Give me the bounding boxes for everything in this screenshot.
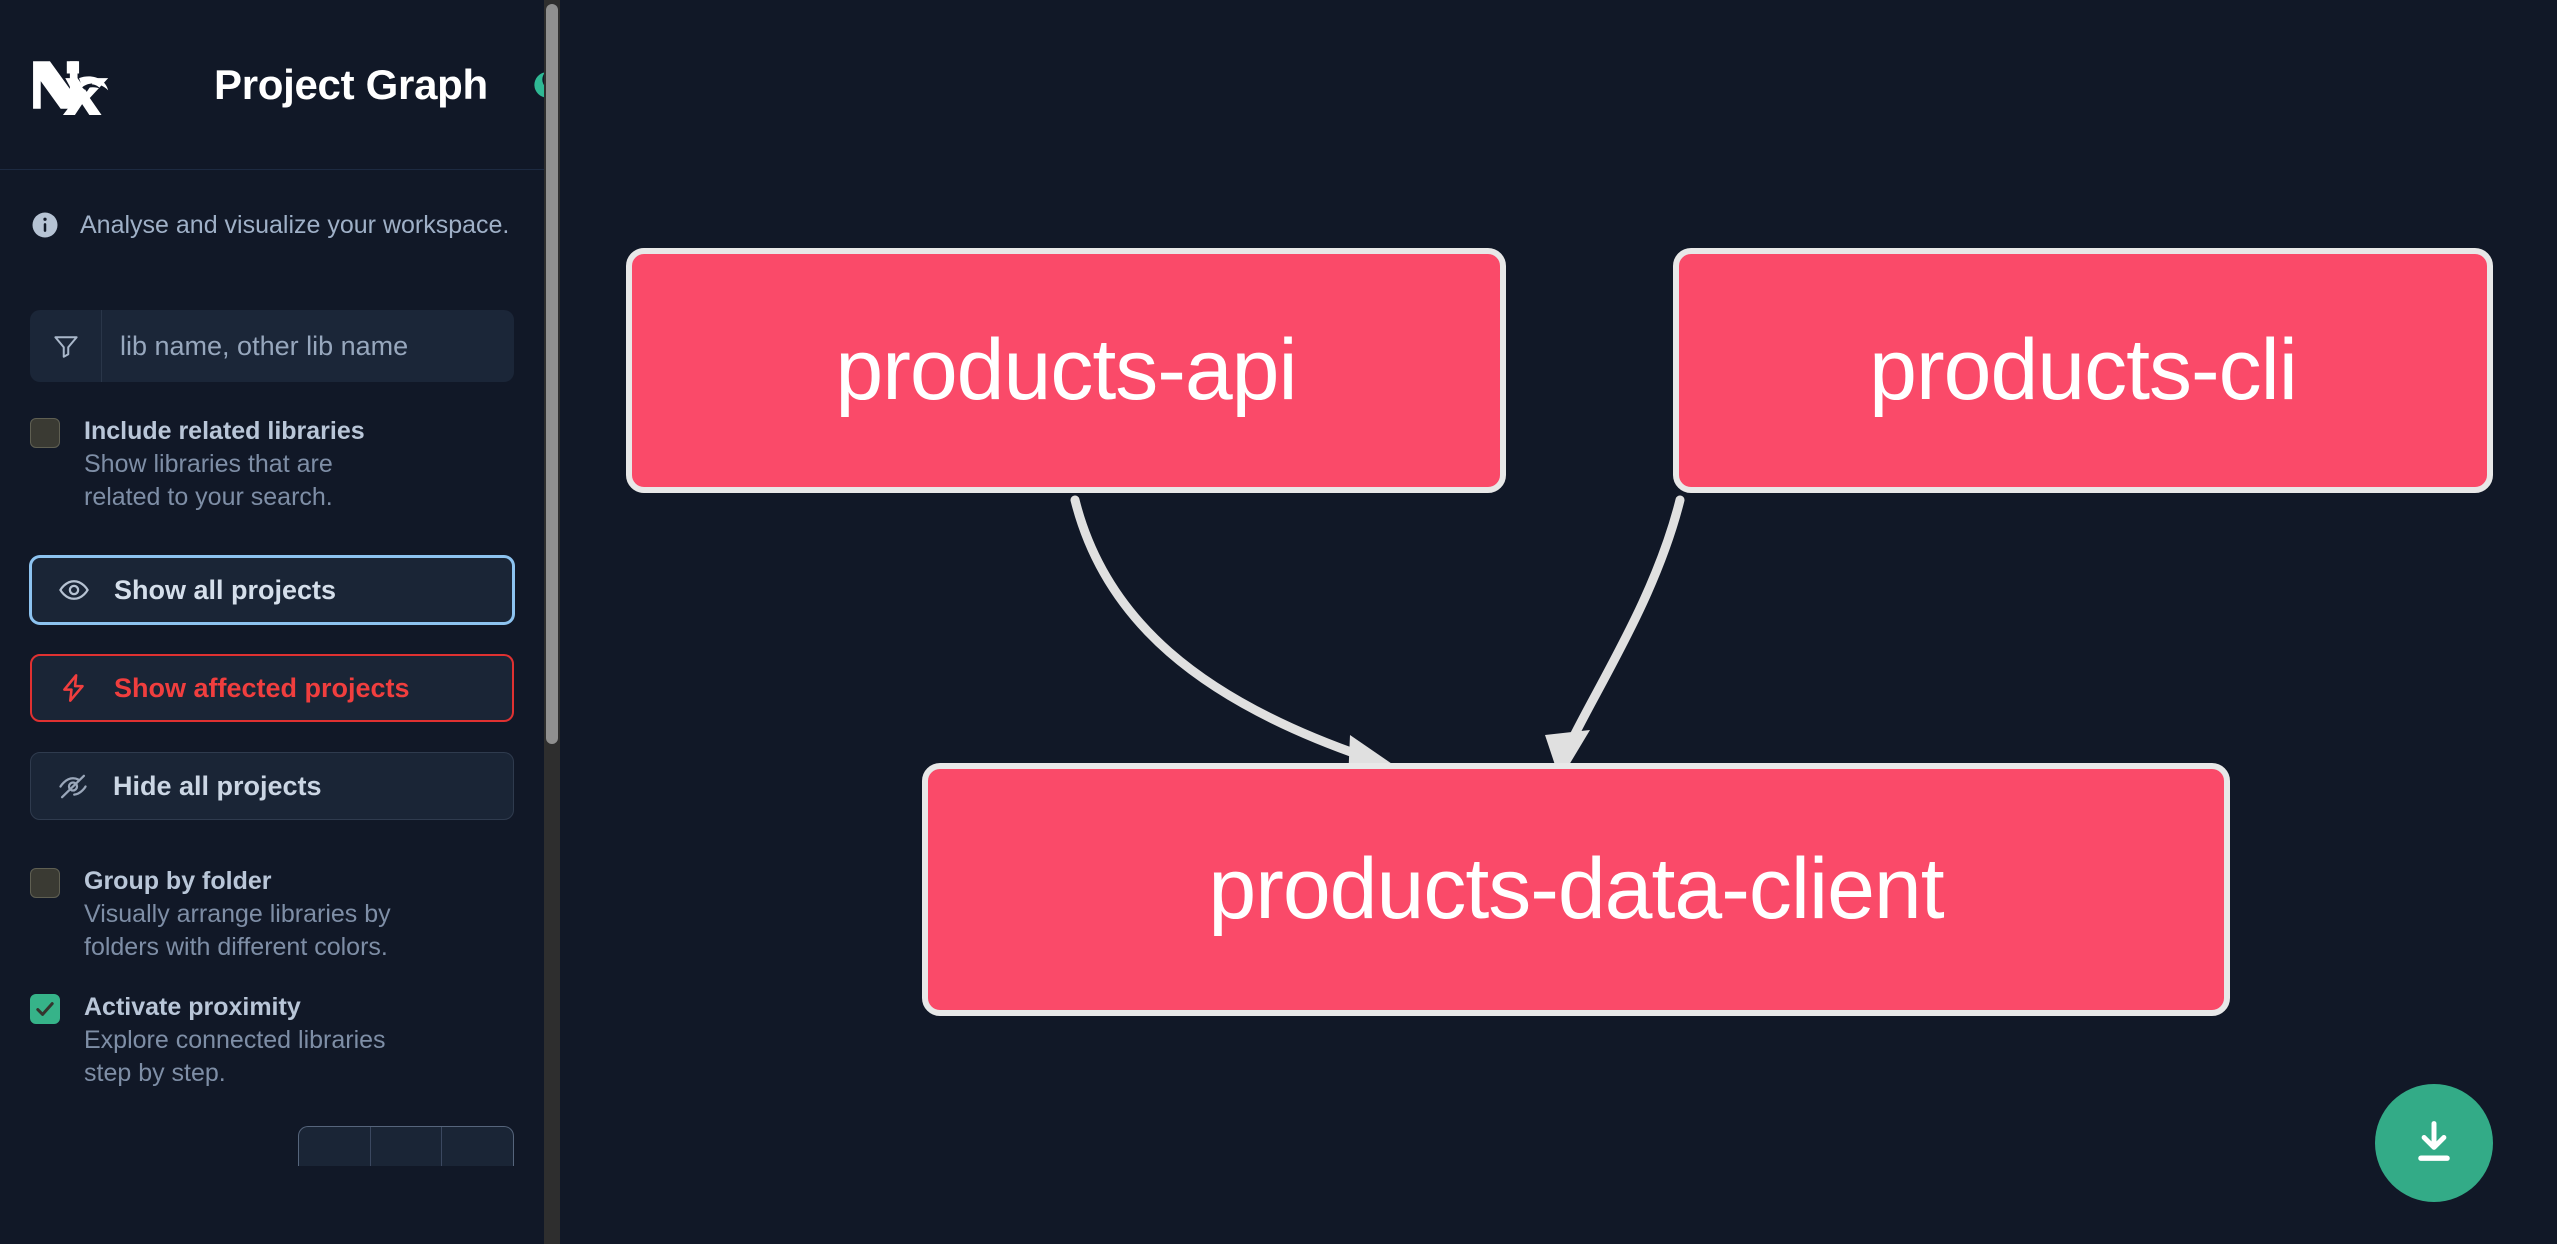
page-title: Project Graph bbox=[214, 60, 488, 108]
sidebar-scrollbar[interactable] bbox=[544, 0, 560, 1244]
show-all-projects-button[interactable]: Show all projects bbox=[30, 556, 514, 624]
eye-off-icon bbox=[57, 770, 89, 802]
download-image-button[interactable] bbox=[2375, 1084, 2493, 1202]
search-box bbox=[30, 310, 514, 382]
graph-canvas[interactable]: products-api products-cli products-data-… bbox=[560, 0, 2557, 1244]
edge-products-api-to-products-data-client bbox=[1070, 495, 1370, 762]
bottom-group-segment[interactable] bbox=[371, 1127, 443, 1166]
button-label: Show affected projects bbox=[114, 672, 410, 703]
checkbox-include-related-libraries[interactable] bbox=[30, 418, 60, 448]
graph-node-products-api[interactable]: products-api bbox=[626, 248, 1506, 493]
option-activate-proximity[interactable]: Activate proximity Explore connected lib… bbox=[0, 990, 544, 1090]
graph-node-products-data-client[interactable]: products-data-client bbox=[922, 763, 2230, 1016]
option-title: Group by folder bbox=[84, 867, 272, 895]
hide-all-projects-button[interactable]: Hide all projects bbox=[30, 752, 514, 820]
button-label: Hide all projects bbox=[113, 770, 322, 801]
eye-icon bbox=[58, 574, 90, 606]
info-icon bbox=[30, 210, 60, 240]
sidebar: Project Graph Analyse and visualize yo bbox=[0, 0, 560, 1244]
bottom-group-segment[interactable] bbox=[442, 1127, 513, 1166]
sidebar-header: Project Graph bbox=[0, 0, 544, 170]
node-label: products-cli bbox=[1869, 322, 2298, 418]
sidebar-bottom-button-group[interactable] bbox=[298, 1126, 514, 1166]
sidebar-scroll-content: Project Graph Analyse and visualize yo bbox=[0, 0, 544, 1244]
graph-edges bbox=[1070, 495, 1685, 782]
download-icon bbox=[2407, 1115, 2461, 1172]
option-include-related-libraries[interactable]: Include related libraries Show libraries… bbox=[0, 414, 544, 514]
button-label: Show all projects bbox=[114, 574, 337, 605]
checkbox-group-by-folder[interactable] bbox=[30, 868, 60, 898]
lightning-icon bbox=[58, 672, 90, 704]
checkbox-activate-proximity[interactable] bbox=[30, 994, 60, 1024]
option-description: Visually arrange libraries by folders wi… bbox=[84, 900, 391, 961]
nx-logo-icon bbox=[30, 55, 122, 118]
search-input[interactable] bbox=[102, 310, 514, 382]
filter-icon[interactable] bbox=[30, 310, 102, 382]
workspace-info: Analyse and visualize your workspace. bbox=[0, 170, 544, 240]
show-affected-projects-button[interactable]: Show affected projects bbox=[30, 654, 514, 722]
option-title: Include related libraries bbox=[84, 417, 365, 445]
sidebar-scrollbar-thumb[interactable] bbox=[546, 4, 558, 744]
graph-node-products-cli[interactable]: products-cli bbox=[1673, 248, 2493, 493]
node-label: products-data-client bbox=[1208, 841, 1944, 937]
moon-icon[interactable] bbox=[530, 63, 544, 107]
option-group-by-folder[interactable]: Group by folder Visually arrange librari… bbox=[0, 864, 544, 964]
option-title: Activate proximity bbox=[84, 993, 301, 1021]
bottom-group-segment[interactable] bbox=[299, 1127, 371, 1166]
node-label: products-api bbox=[835, 322, 1297, 418]
option-description: Explore connected libraries step by step… bbox=[84, 1026, 386, 1087]
edge-products-cli-to-products-data-client bbox=[1561, 495, 1685, 757]
workspace-info-text: Analyse and visualize your workspace. bbox=[80, 210, 510, 239]
option-description: Show libraries that are related to your … bbox=[84, 450, 333, 511]
